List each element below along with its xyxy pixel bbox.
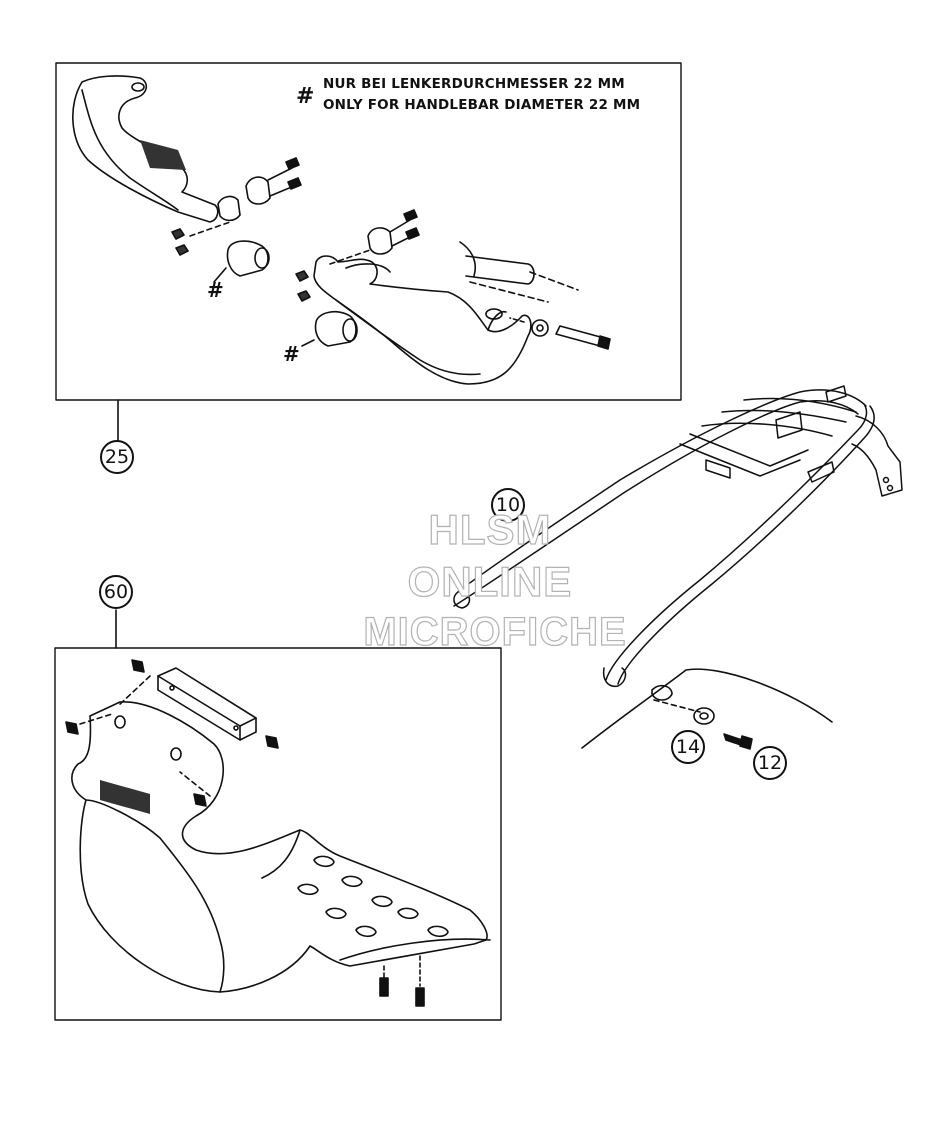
luggage-rack [453,385,903,688]
mounting-bracket [157,667,257,741]
bar-end-bolt [509,317,611,350]
note-line-german: NUR BEI LENKERDURCHMESSER 22 MM [323,76,625,92]
handlebar-end [459,241,579,303]
right-spacer [301,310,358,347]
hash-marker-right-spacer: # [283,342,300,366]
rear-fender [581,668,833,749]
left-handguard [72,75,219,223]
callout-60: 60 [99,575,133,609]
callout-12: 12 [753,746,787,780]
note-hash-symbol: # [296,84,315,109]
bracket-bolts [65,659,279,807]
left-clamps [171,157,302,256]
skid-plate-bolts [379,955,425,1007]
rack-bolt [723,733,753,750]
rack-washer [693,707,715,725]
note-line-english: ONLY FOR HANDLEBAR DIAMETER 22 MM [323,97,641,113]
callout-14: 14 [671,730,705,764]
callout-25: 25 [100,440,134,474]
callout-10: 10 [491,488,525,522]
watermark-line-3: MICROFICHE [363,609,627,654]
left-spacer [213,240,270,283]
hash-marker-left-spacer: # [207,278,224,302]
right-clamps [295,209,420,302]
handguard-panel-frame [55,62,682,401]
skid-plate-panel-frame [54,647,502,1021]
skid-plate [71,701,491,993]
watermark-line-2: ONLINE [407,557,573,605]
watermark-line-1: HLSM [428,505,552,553]
